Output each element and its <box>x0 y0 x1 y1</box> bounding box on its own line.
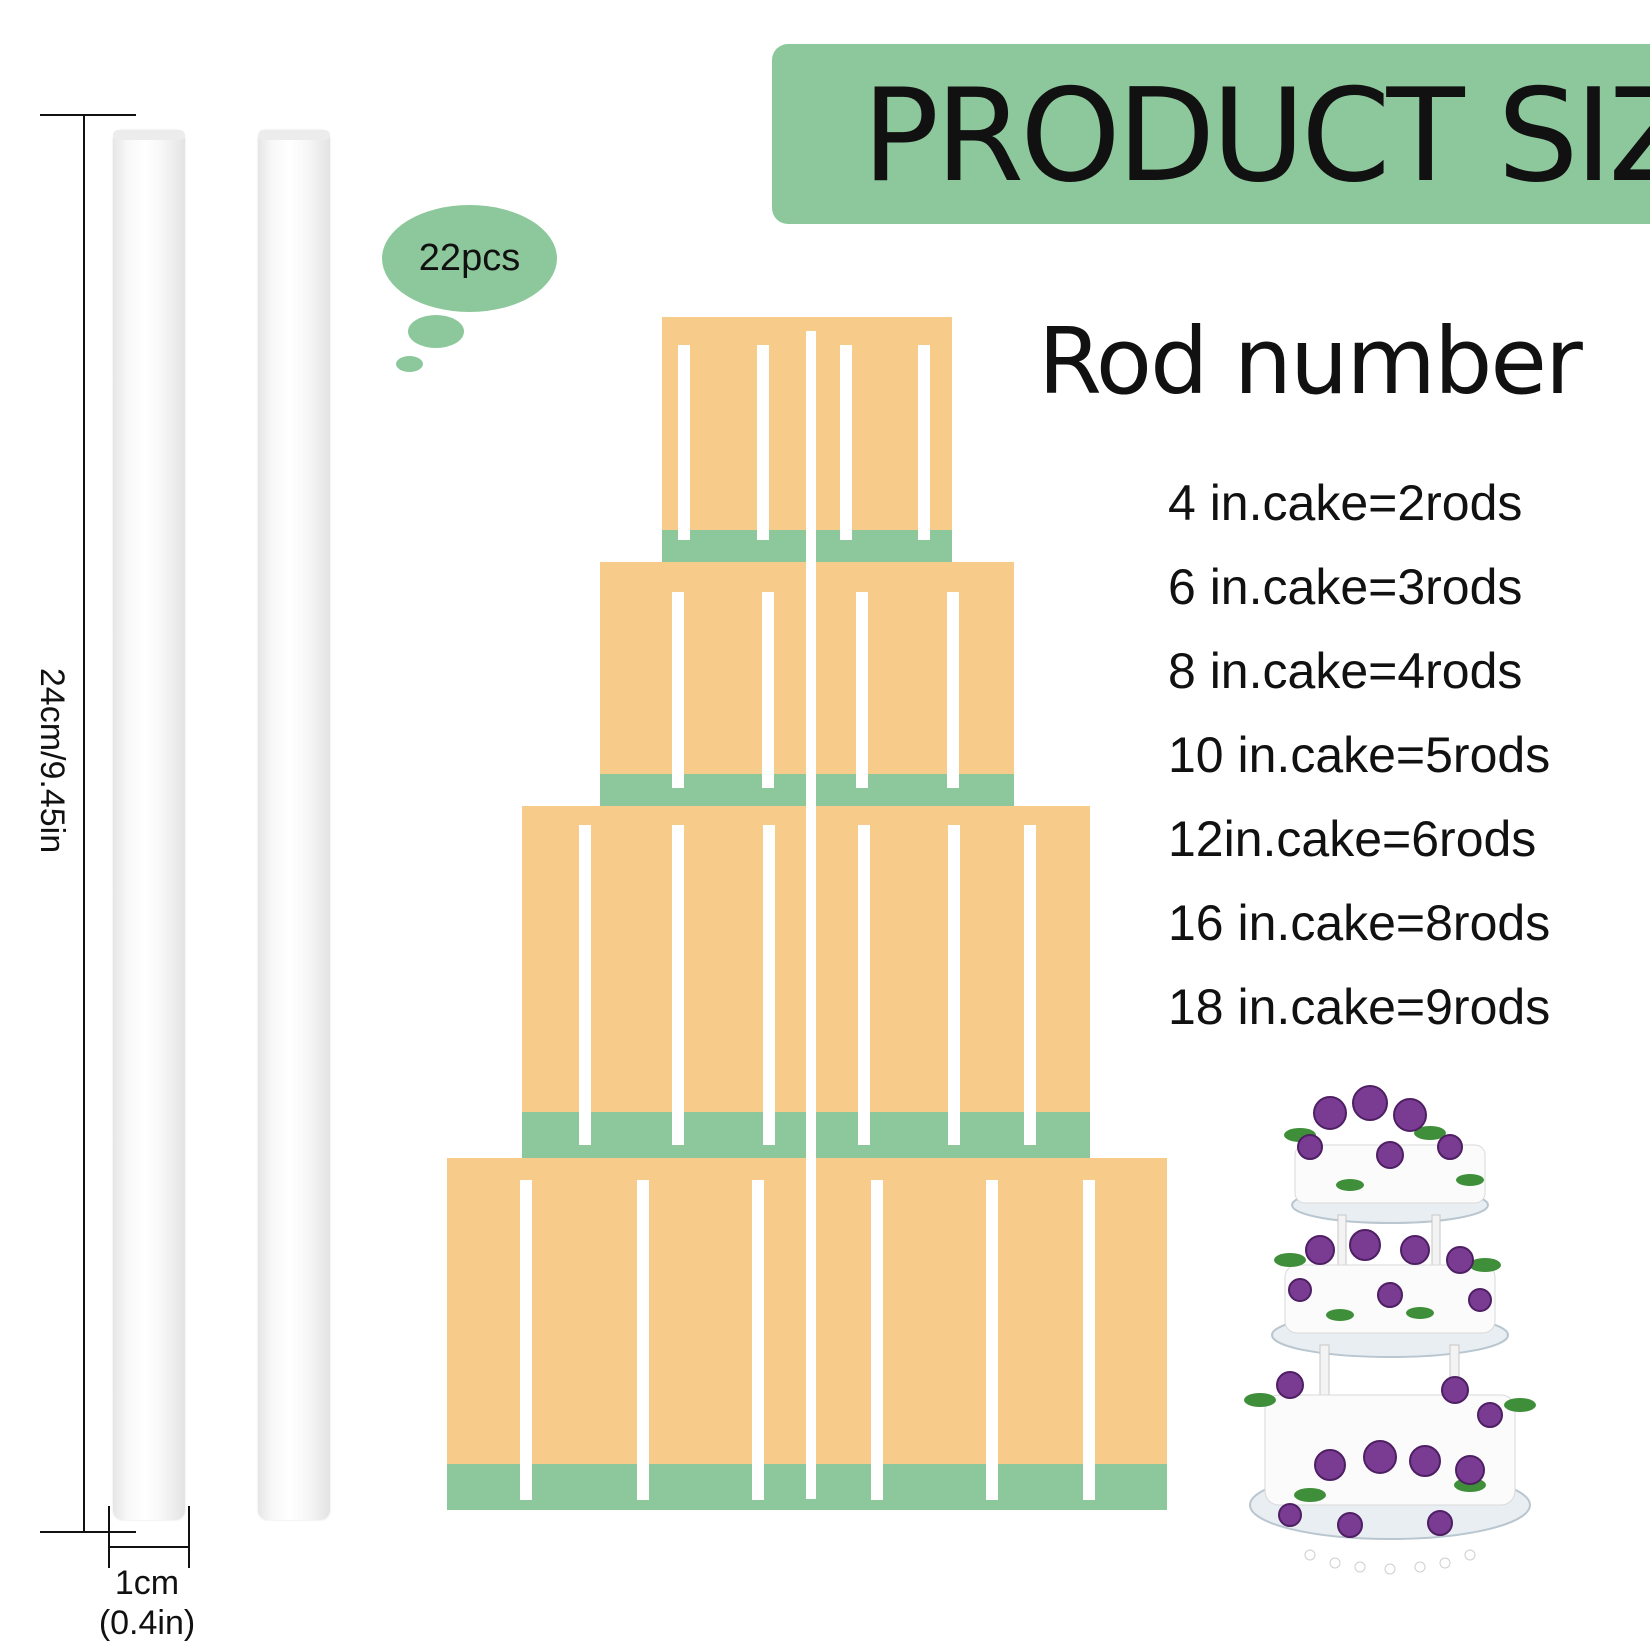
cake-support-rod <box>840 345 852 540</box>
width-left-tick <box>108 1506 110 1568</box>
rod-rule: 12in.cake=6rods <box>1168 811 1537 867</box>
cake-support-rod <box>763 825 775 1145</box>
cake-support-rod <box>858 825 870 1145</box>
rod-rule: 8 in.cake=4rods <box>1168 643 1523 699</box>
cake-support-rod <box>856 592 868 788</box>
rod-number-heading: Rod number <box>1038 308 1583 415</box>
rod-rules-list: 4 in.cake=2rods 6 in.cake=3rods 8 in.cak… <box>1168 470 1550 1058</box>
quantity-bubble: 22pcs <box>382 205 557 312</box>
rod-image-1 <box>113 130 185 1520</box>
width-right-tick <box>188 1506 190 1568</box>
cake-support-rod <box>947 592 959 788</box>
cake-support-rod <box>762 592 774 788</box>
length-dimension-line <box>83 114 85 1532</box>
cake-support-rod <box>1024 825 1036 1145</box>
rod-rule: 6 in.cake=3rods <box>1168 559 1523 615</box>
cake-support-rod <box>918 345 930 540</box>
cake-support-rod <box>752 1180 764 1500</box>
rod-rule: 16 in.cake=8rods <box>1168 895 1551 951</box>
rod-rule: 4 in.cake=2rods <box>1168 475 1523 531</box>
bubble-dot-large <box>408 315 464 348</box>
cake-support-rod <box>520 1180 532 1500</box>
header-banner: PRODUCT SIZ <box>772 44 1650 224</box>
cake-support-rod <box>672 825 684 1145</box>
cake-support-rod <box>948 825 960 1145</box>
page-title: PRODUCT SIZ <box>862 62 1650 211</box>
width-label-in: (0.4in) <box>98 1604 196 1642</box>
cake-support-rod <box>986 1180 998 1500</box>
bubble-dot-small <box>396 356 423 372</box>
length-bottom-tick <box>40 1531 136 1533</box>
cake-center-rod <box>806 331 816 1499</box>
rod-rule: 10 in.cake=5rods <box>1168 727 1551 783</box>
cake-support-rod <box>637 1180 649 1500</box>
rod-rule: 18 in.cake=9rods <box>1168 979 1551 1035</box>
cake-support-rod <box>1083 1180 1095 1500</box>
cake-photo <box>1244 1085 1536 1575</box>
width-label-cm: 1cm <box>114 1564 180 1602</box>
rod-image-2 <box>258 130 330 1520</box>
cake-support-rod <box>757 345 769 540</box>
length-label: 24cm/9.45in <box>33 667 72 853</box>
cake-support-rod <box>678 345 690 540</box>
length-top-tick <box>40 114 136 116</box>
cake-support-rod <box>672 592 684 788</box>
cake-support-rod <box>579 825 591 1145</box>
cake-support-rod <box>871 1180 883 1500</box>
quantity-label: 22pcs <box>418 237 521 279</box>
width-dimension-line <box>108 1546 190 1548</box>
